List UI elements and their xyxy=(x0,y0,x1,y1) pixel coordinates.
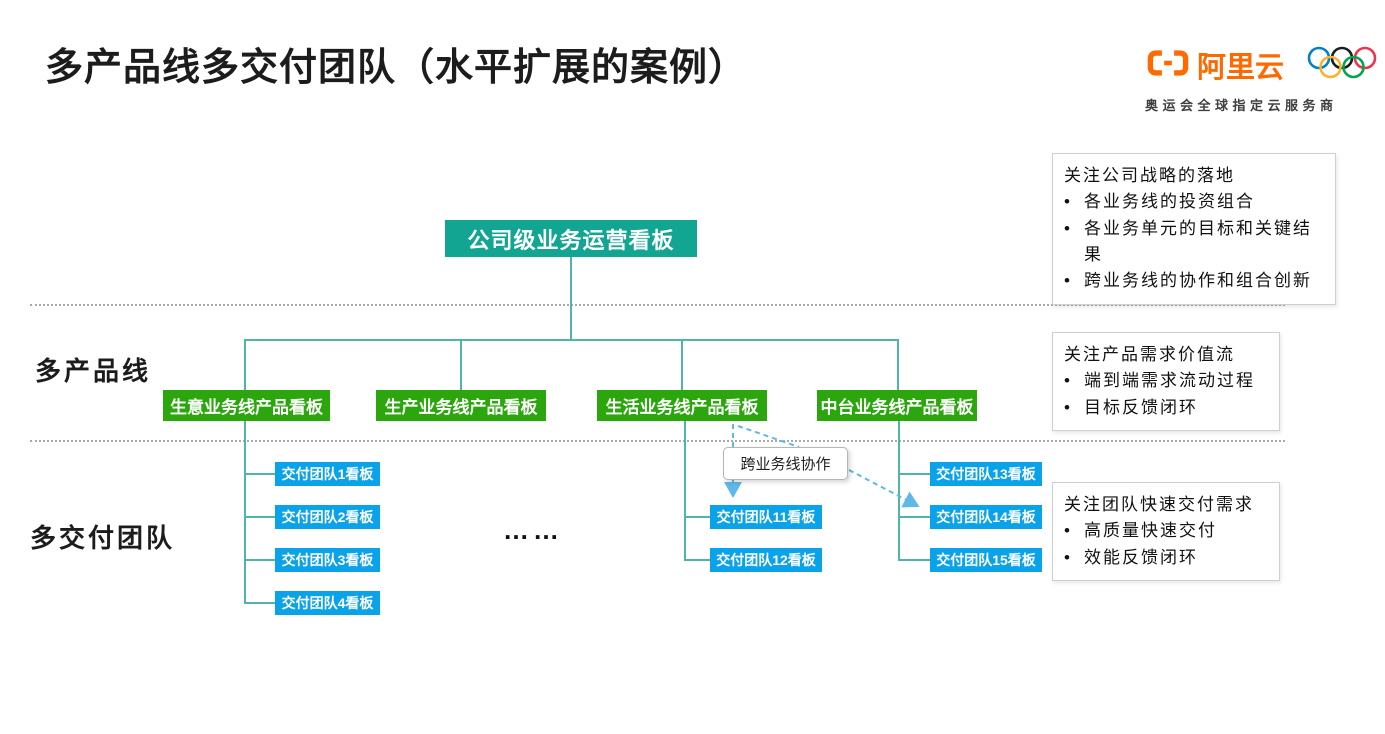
connector-col1-t2 xyxy=(244,516,275,518)
product-board-2: 生产业务线产品看板 xyxy=(376,390,546,421)
annotation-strategy: 关注公司战略的落地 • 各业务线的投资组合 • 各业务单元的目标和关键结果 • … xyxy=(1052,153,1336,305)
connector-trunk-col1 xyxy=(244,421,246,604)
team-board-3: 交付团队3看板 xyxy=(275,548,380,572)
dashed-line-to-collab-box xyxy=(737,425,800,448)
annotation-bullet: • 跨业务线的协作和组合创新 xyxy=(1064,268,1324,294)
bullet-icon: • xyxy=(1064,218,1072,238)
annotation-bullet: • 端到端需求流动过程 xyxy=(1064,368,1268,394)
connector-stub-p1 xyxy=(244,339,246,390)
team-board-4: 交付团队4看板 xyxy=(275,591,380,615)
bullet-icon: • xyxy=(1064,547,1072,567)
brand-block: 阿里云 奥运会全球指定云服务商 xyxy=(1145,44,1377,114)
team-board-13: 交付团队13看板 xyxy=(930,462,1042,486)
connector-stub-p3 xyxy=(681,339,683,390)
cross-line-collab-label: 跨业务线协作 xyxy=(723,447,848,480)
annotation-title: 关注团队快速交付需求 xyxy=(1064,495,1254,514)
olympic-rings-icon xyxy=(1306,45,1378,86)
connector-col4-t13 xyxy=(898,473,930,475)
dashed-arrow-to-team14 xyxy=(848,469,920,508)
ellipsis-more-teams: …… xyxy=(503,515,563,545)
row-label-delivery-teams: 多交付团队 xyxy=(30,523,176,553)
annotation-bullet: • 目标反馈闭环 xyxy=(1064,395,1268,421)
bullet-icon: • xyxy=(1064,371,1072,391)
annotation-bullet: • 效能反馈闭环 xyxy=(1064,545,1268,571)
team-board-12: 交付团队12看板 xyxy=(710,548,822,572)
product-board-3: 生活业务线产品看板 xyxy=(597,390,767,421)
team-board-2: 交付团队2看板 xyxy=(275,505,380,529)
connector-trunk-col4 xyxy=(898,421,900,561)
connector-col1-t1 xyxy=(244,473,275,475)
annotation-bullet: • 高质量快速交付 xyxy=(1064,518,1268,544)
connector-stub-p4 xyxy=(897,339,899,390)
bullet-icon: • xyxy=(1064,397,1072,417)
product-board-4: 中台业务线产品看板 xyxy=(817,390,977,421)
row-label-product-lines: 多产品线 xyxy=(35,356,152,386)
team-board-11: 交付团队11看板 xyxy=(710,505,822,529)
annotation-bullet: • 各业务线的投资组合 xyxy=(1064,189,1324,215)
bullet-icon: • xyxy=(1064,521,1072,541)
annotation-team-delivery: 关注团队快速交付需求 • 高质量快速交付 • 效能反馈闭环 xyxy=(1052,482,1280,582)
page-title: 多产品线多交付团队（水平扩展的案例） xyxy=(45,47,748,89)
connector-col4-t15 xyxy=(898,559,930,561)
root-board-node: 公司级业务运营看板 xyxy=(445,220,697,257)
brand-tagline: 奥运会全球指定云服务商 xyxy=(1145,98,1338,113)
connector-trunk-col3 xyxy=(684,421,686,561)
team-board-14: 交付团队14看板 xyxy=(930,505,1042,529)
connector-stub-p2 xyxy=(460,339,462,390)
team-board-15: 交付团队15看板 xyxy=(930,548,1042,572)
connector-col3-t11 xyxy=(684,516,710,518)
brand-name: 阿里云 xyxy=(1197,52,1285,84)
connector-root-down xyxy=(570,257,572,340)
product-board-1: 生意业务线产品看板 xyxy=(163,390,330,421)
section-divider-bottom xyxy=(30,440,1285,442)
connector-col1-t3 xyxy=(244,559,275,561)
bullet-icon: • xyxy=(1064,192,1072,212)
connector-col1-t4 xyxy=(244,602,275,604)
connector-horizontal xyxy=(244,339,899,341)
section-divider-top xyxy=(30,304,1285,306)
annotation-product-value: 关注产品需求价值流 • 端到端需求流动过程 • 目标反馈闭环 xyxy=(1052,332,1280,432)
team-board-1: 交付团队1看板 xyxy=(275,462,380,486)
annotation-title: 关注公司战略的落地 xyxy=(1064,166,1235,185)
annotation-bullet: • 各业务单元的目标和关键结果 xyxy=(1064,216,1324,269)
connector-col4-t14 xyxy=(898,516,930,518)
alibaba-cloud-bracket-icon xyxy=(1145,46,1191,85)
connector-col3-t12 xyxy=(684,559,710,561)
annotation-title: 关注产品需求价值流 xyxy=(1064,345,1235,364)
bullet-icon: • xyxy=(1064,271,1072,291)
